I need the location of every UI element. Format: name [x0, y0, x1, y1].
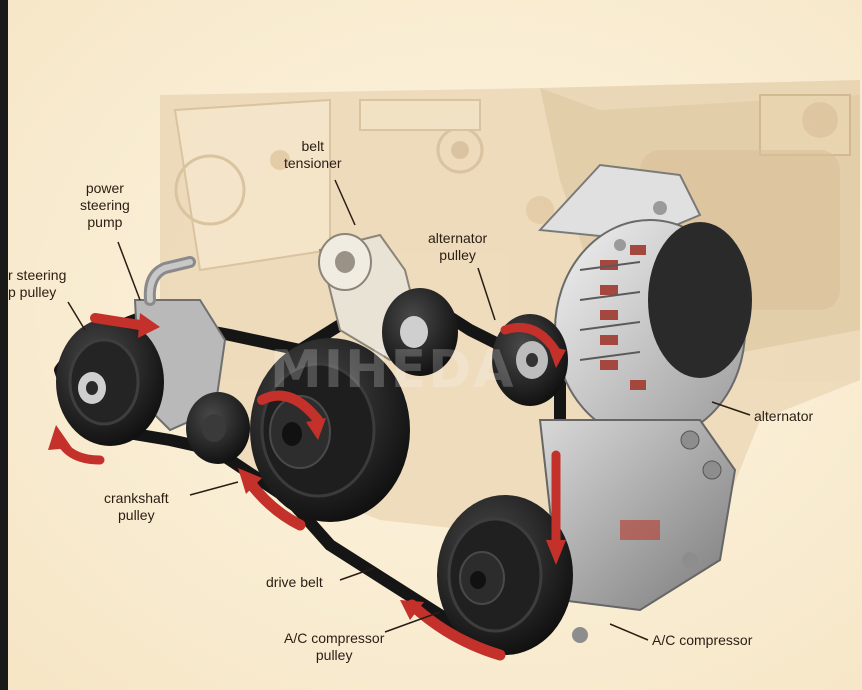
- label-crankshaft-pulley: crankshaft pulley: [104, 490, 169, 524]
- arrow-top-left: [90, 313, 145, 330]
- label-line: crankshaft: [104, 490, 169, 506]
- label-line: power: [85, 180, 124, 196]
- label-line: tensioner: [284, 155, 342, 171]
- leader-drive-belt: [339, 567, 375, 581]
- arrow-heads: [48, 313, 566, 620]
- leader-alternator-pulley: [477, 267, 496, 321]
- leader-ac-compressor-pulley: [384, 611, 441, 633]
- belt-motion-arrows: [55, 313, 561, 661]
- watermark: MIHEDA: [270, 340, 516, 400]
- label-belt-tensioner: belt tensioner: [284, 138, 342, 172]
- leader-ac-compressor: [609, 623, 649, 641]
- label-line: p pulley: [8, 284, 57, 300]
- label-ac-compressor: A/C compressor: [652, 632, 753, 648]
- arrow-alternator: [500, 323, 560, 355]
- label-power-steering-pump: power steering pump: [80, 180, 130, 231]
- idler-pulley: [186, 392, 250, 464]
- label-alternator-pulley: alternator pulley: [428, 230, 487, 264]
- label-line: pulley: [118, 507, 155, 523]
- arrow-crankshaft: [257, 390, 323, 425]
- label-alternator: alternator: [754, 408, 814, 424]
- alternator: [537, 163, 752, 441]
- label-line: belt: [301, 138, 325, 154]
- power-steering-pump-pulley: [56, 318, 164, 446]
- label-power-steering-pump-pulley: r steering p pulley: [8, 267, 66, 301]
- ac-compressor-pulley: [437, 495, 573, 655]
- label-line: steering: [80, 197, 130, 213]
- label-line: r steering: [8, 267, 67, 283]
- label-drive-belt: drive belt: [266, 574, 323, 590]
- leader-power-steering-pump: [117, 241, 141, 301]
- belt-tensioner: [318, 233, 458, 376]
- leader-power-steering-pump-pulley: [67, 301, 86, 331]
- leader-crankshaft-pulley: [189, 481, 239, 496]
- label-line: pump: [87, 214, 123, 230]
- label-line: pulley: [439, 247, 476, 263]
- label-line: pulley: [315, 647, 353, 663]
- leader-belt-tensioner: [334, 179, 356, 226]
- leader-alternator: [711, 401, 751, 416]
- label-line: A/C compressor: [284, 630, 385, 646]
- label-line: alternator: [428, 230, 488, 246]
- leader-lines: [67, 179, 751, 641]
- arrow-ac-bottom: [406, 599, 506, 661]
- label-ac-compressor-pulley: A/C compressor pulley: [284, 630, 384, 664]
